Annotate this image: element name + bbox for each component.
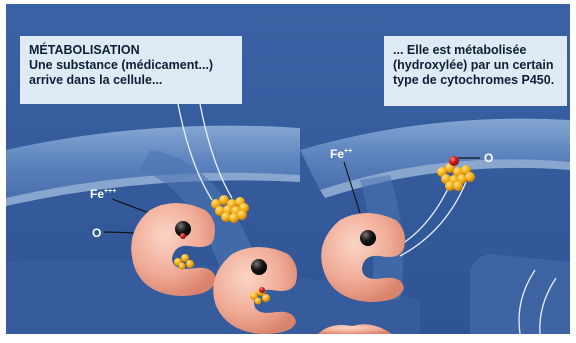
label-o-right: O bbox=[484, 151, 493, 165]
oxygen-atom bbox=[180, 233, 186, 239]
iron-atom bbox=[251, 259, 267, 275]
oxygen-atom bbox=[449, 156, 459, 166]
caption-line: Une substance (médicament...) bbox=[29, 58, 233, 73]
caption-title: MÉTABOLISATION bbox=[29, 43, 233, 58]
label-o-left: O bbox=[92, 226, 101, 240]
iron-atom bbox=[360, 230, 376, 246]
caption-line: ... Elle est métabolisée bbox=[393, 43, 558, 58]
caption-metabolism: MÉTABOLISATION Une substance (médicament… bbox=[20, 36, 242, 104]
oxygen-atom bbox=[259, 287, 265, 293]
caption-hydroxylation: ... Elle est métabolisée (hydroxylée) pa… bbox=[384, 36, 567, 106]
caption-line: type de cytochromes P450. bbox=[393, 73, 558, 88]
membrane-corner bbox=[470, 254, 570, 334]
caption-line: arrive dans la cellule... bbox=[29, 73, 233, 88]
caption-line: (hydroxylée) par un certain bbox=[393, 58, 558, 73]
